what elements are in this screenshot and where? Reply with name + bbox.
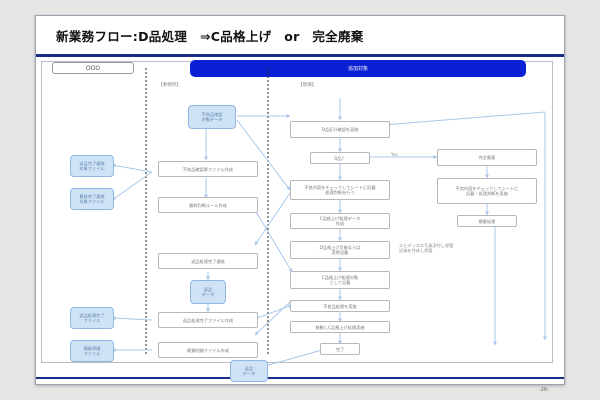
yes-label: Yes xyxy=(391,151,398,157)
page-number: -26- xyxy=(539,387,549,393)
node-side-1: 返品完了連絡 対象ファイル xyxy=(70,155,114,177)
page-title: 新業務フロー:D品処理 ⇒C品格上げ or 完全廃棄 xyxy=(56,29,364,44)
node-side-3: 返品処理完了 ファイル xyxy=(70,307,114,329)
node-side-4: 廃棄明細 ファイル xyxy=(70,340,114,362)
node-bottom-blue: 返品 データ xyxy=(230,360,268,382)
node-right-4: C品格上げ処理データ 作成 xyxy=(290,213,390,229)
node-left-1: 不良品確認票ファイル作成 xyxy=(158,161,258,177)
node-top-center: 不良品確認 対象データ xyxy=(188,105,236,129)
node-left-3: 返品処理完了連絡 xyxy=(158,253,258,269)
node-right-9: 完了 xyxy=(320,343,360,355)
node-left-blue: 返品 データ xyxy=(190,280,226,304)
node-far-1: 完全廃棄 xyxy=(437,149,537,166)
node-left-4: 返品処理完了ファイル作成 xyxy=(158,312,258,328)
node-right-6: C品格上げ処理対象 として記載 xyxy=(290,271,390,289)
node-right-7: 不良品処理を実施 xyxy=(290,300,390,312)
footer-divider xyxy=(36,377,564,379)
section-label-site: 【現場】 xyxy=(298,83,317,88)
note-text: エビデンスの写真添付し保管 記録を作成し保管 xyxy=(399,243,454,253)
node-right-8: 移動しC品格上げ処理実施 xyxy=(290,321,390,333)
node-right-decision: D品？ xyxy=(310,152,370,164)
lane-header: 追加対象 xyxy=(190,60,526,77)
node-left-5: 廃棄明細ファイル作成 xyxy=(158,342,258,358)
node-side-2: 最終完了連絡 対象ファイル xyxy=(70,188,114,210)
section-label-office: 【事務所】 xyxy=(158,83,181,88)
node-right-3: 不良内容をチェックしてシートに記載 処理判断を行う xyxy=(290,180,390,200)
node-far-3: 廃棄処理 xyxy=(457,215,517,227)
node-right-1: D品区分確認を実施 xyxy=(290,121,390,138)
node-right-5: D品格上げ可能ならば 変更記載 xyxy=(290,241,390,259)
node-left-2: 最終判断ルール作成 xyxy=(158,197,258,213)
node-far-2: 不良内容をチェックしてシートに 記載・処理判断を実施 xyxy=(437,178,537,204)
title-divider xyxy=(36,54,564,57)
header-pill: OOO xyxy=(52,62,134,74)
